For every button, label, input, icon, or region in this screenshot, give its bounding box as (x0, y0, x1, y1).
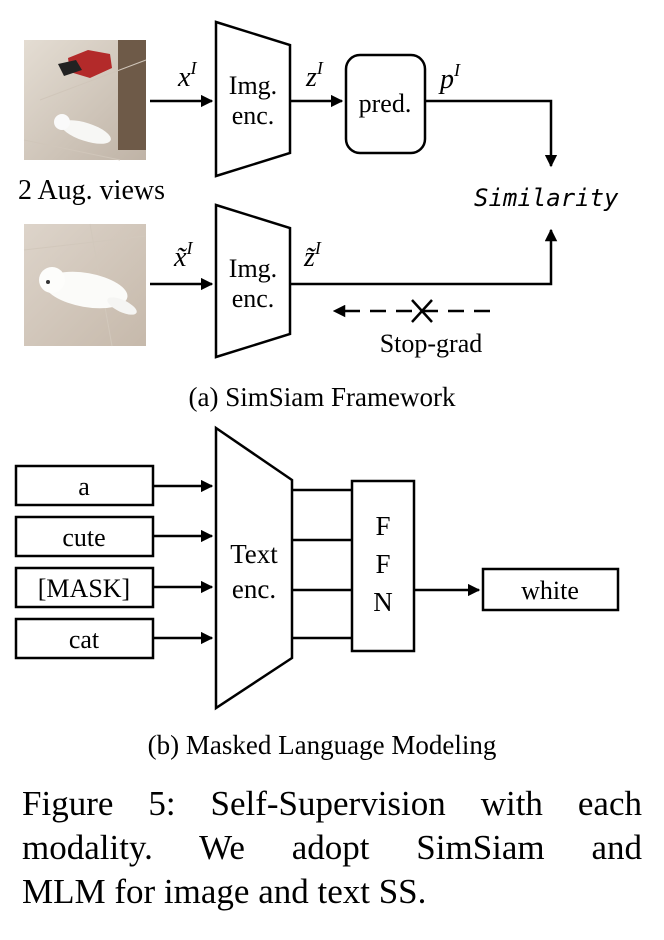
ffn-label-2: F (375, 549, 390, 579)
predictor-label: pred. (359, 89, 412, 118)
x-tilde-label: x̃I (173, 238, 193, 273)
figure-caption-line-3: MLM for image and text SS. (22, 872, 427, 911)
simsiam-caption: (a) SimSiam Framework (189, 382, 456, 412)
svg-text:[MASK]: [MASK] (38, 574, 130, 603)
token-box-mask: [MASK] (14, 566, 155, 609)
x-label: xI (177, 58, 197, 93)
img-encoder-top-label-2: enc. (232, 101, 275, 130)
token-box-cat: cat (14, 617, 155, 660)
ffn-label-1: F (375, 511, 390, 541)
output-box-white: white (481, 567, 620, 612)
cat-photo-top (23, 40, 147, 161)
svg-text:white: white (521, 576, 579, 605)
stopgrad-label: Stop-grad (380, 329, 483, 358)
token-box-cute: cute (14, 515, 155, 558)
figure-caption: Figure 5: Self-Supervision with each mod… (22, 782, 642, 914)
aug-views-label: 2 Aug. views (18, 175, 165, 206)
z-tilde-label: z̃I (303, 238, 322, 273)
ffn-box (350, 479, 416, 653)
svg-text:a: a (78, 472, 90, 501)
img-encoder-top-label-1: Img. (229, 71, 277, 100)
similarity-label: Similarity (474, 184, 619, 212)
img-encoder-top (214, 20, 292, 178)
ffn-label-3: N (373, 587, 393, 617)
z-label: zI (305, 58, 324, 93)
figure-diagram: 2 Aug. views xI Img. enc. zI pred. pI Si… (14, 20, 620, 760)
arrow-ztilde-to-similarity (290, 228, 558, 286)
svg-text:cat: cat (69, 625, 100, 654)
img-encoder-bottom-label-1: Img. (229, 254, 277, 283)
text-encoder-label-2: enc. (232, 574, 276, 604)
figure-caption-line-2: modality. We adopt SimSiam and (22, 828, 642, 867)
img-encoder-bottom (214, 203, 292, 359)
text-encoder (214, 425, 294, 711)
text-encoder-label-1: Text (230, 539, 278, 569)
predictor-box (344, 53, 427, 155)
p-label: pI (438, 60, 461, 95)
cat-photo-bottom (23, 223, 147, 347)
stopgrad-cross-icon (411, 299, 433, 323)
figure-caption-line-1: Figure 5: Self-Supervision with each (22, 784, 642, 823)
img-encoder-bottom-label-2: enc. (232, 284, 275, 313)
svg-text:cute: cute (62, 523, 105, 552)
token-box-a: a (14, 464, 155, 507)
mlm-caption: (b) Masked Language Modeling (148, 730, 497, 760)
arrow-p-to-similarity (425, 99, 558, 168)
